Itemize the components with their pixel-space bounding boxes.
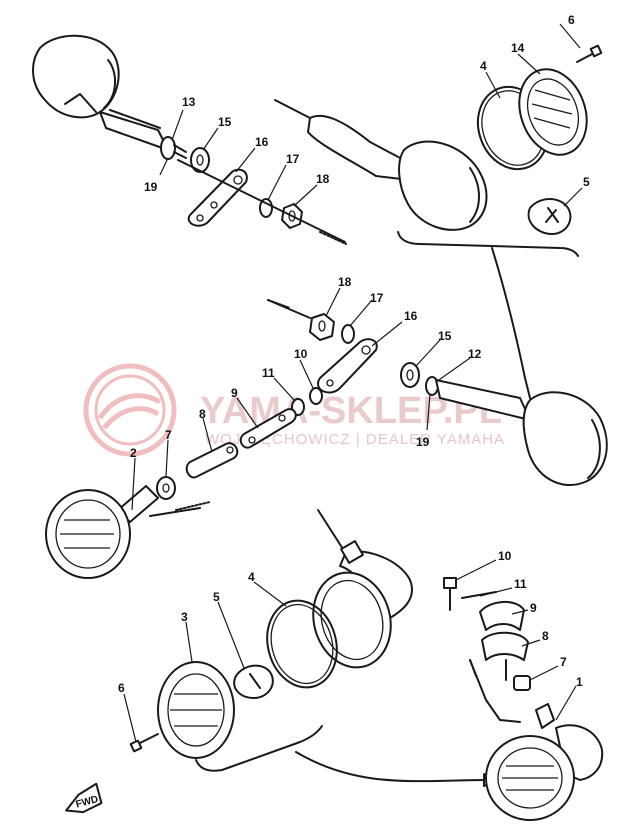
callout-19: 19 — [144, 180, 158, 194]
callout-2: 2 — [130, 446, 137, 460]
callout-4: 4 — [480, 59, 487, 73]
callout-15: 15 — [438, 329, 452, 343]
leader-lines — [123, 23, 583, 743]
callout-5: 5 — [583, 175, 590, 189]
callout-15: 15 — [218, 115, 232, 129]
callout-8: 8 — [199, 407, 206, 421]
bot-clamp-9 — [479, 601, 525, 631]
bot-bulb-5 — [233, 664, 274, 699]
mid-grommet-7 — [156, 476, 176, 500]
mid-bracket-16 — [317, 338, 378, 394]
top-wire-left-tip — [319, 231, 347, 245]
callout-12: 12 — [468, 347, 482, 361]
callout-17: 17 — [370, 291, 384, 305]
mid-holder-8 — [185, 442, 239, 479]
bot-group-bracket — [195, 725, 323, 772]
top-group-bracket — [397, 231, 579, 257]
callout-6: 6 — [568, 13, 575, 27]
callout-3: 3 — [181, 610, 188, 624]
callout-18: 18 — [338, 275, 352, 289]
mid-washer-10 — [309, 387, 323, 405]
bot-group-arrow — [295, 751, 487, 783]
top-group-arrow — [491, 247, 531, 399]
mid-wire — [267, 299, 311, 319]
mid-clamp-9 — [239, 408, 297, 449]
top-washer-15 — [190, 147, 210, 173]
top-wire-left — [177, 159, 346, 243]
top-left-flasher-body — [32, 34, 169, 151]
callout-9: 9 — [231, 386, 238, 400]
top-right-flasher-body — [274, 99, 488, 231]
top-left-stay-bolt — [160, 136, 187, 160]
top-bracket-16 — [187, 168, 248, 227]
callout-4: 4 — [248, 570, 255, 584]
callout-8: 8 — [542, 629, 549, 643]
watermark: YAMA-SKLEP.PL WOJ. ŁĘCHOWICZ | DEALER YA… — [83, 363, 505, 457]
callout-7: 7 — [560, 655, 567, 669]
callout-9: 9 — [530, 601, 537, 615]
bot-holder-8 — [481, 631, 529, 681]
mid-right-flasher — [425, 376, 608, 487]
top-lockwasher-17 — [259, 198, 273, 218]
mid-front-flasher-2 — [45, 485, 211, 579]
callout-7: 7 — [165, 428, 172, 442]
mid-washer-15 — [400, 362, 420, 388]
bot-wire — [469, 659, 521, 723]
callout-11: 11 — [262, 366, 275, 380]
watermark-subtitle: WOJ. ŁĘCHOWICZ | DEALER YAMAHA — [205, 431, 505, 448]
bot-screw-6 — [129, 733, 159, 753]
top-lens-screw-6 — [576, 44, 603, 63]
mid-lockwasher-17 — [341, 324, 355, 344]
bot-flasher-1 — [485, 703, 604, 821]
bot-bolt-10 — [443, 577, 457, 611]
callout-13: 13 — [182, 95, 196, 109]
bot-stay-assembly — [443, 577, 604, 821]
bot-lens-3 — [157, 661, 235, 759]
callout-14: 14 — [511, 41, 525, 55]
mid-nut-18 — [309, 313, 335, 341]
callout-1: 1 — [576, 675, 583, 689]
bot-gasket-4 — [266, 599, 338, 689]
callout-11: 11 — [514, 577, 527, 591]
callout-10: 10 — [294, 347, 308, 361]
callout-labels: 13 15 16 17 18 19 4 14 6 5 18 17 16 15 1… — [118, 13, 590, 695]
callout-5: 5 — [213, 590, 220, 604]
callout-6: 6 — [118, 681, 125, 695]
callout-19: 19 — [416, 435, 430, 449]
callout-10: 10 — [498, 549, 512, 563]
bot-grommet-7 — [513, 675, 531, 691]
callout-17: 17 — [286, 152, 300, 166]
bot-housing — [317, 509, 413, 619]
fwd-direction-marker: FWD — [65, 782, 103, 814]
callout-18: 18 — [316, 172, 330, 186]
callout-16: 16 — [255, 135, 269, 149]
callout-16: 16 — [404, 309, 418, 323]
top-lens-14 — [518, 68, 588, 156]
watermark-logo — [83, 363, 177, 457]
top-bulb-5 — [527, 198, 572, 235]
